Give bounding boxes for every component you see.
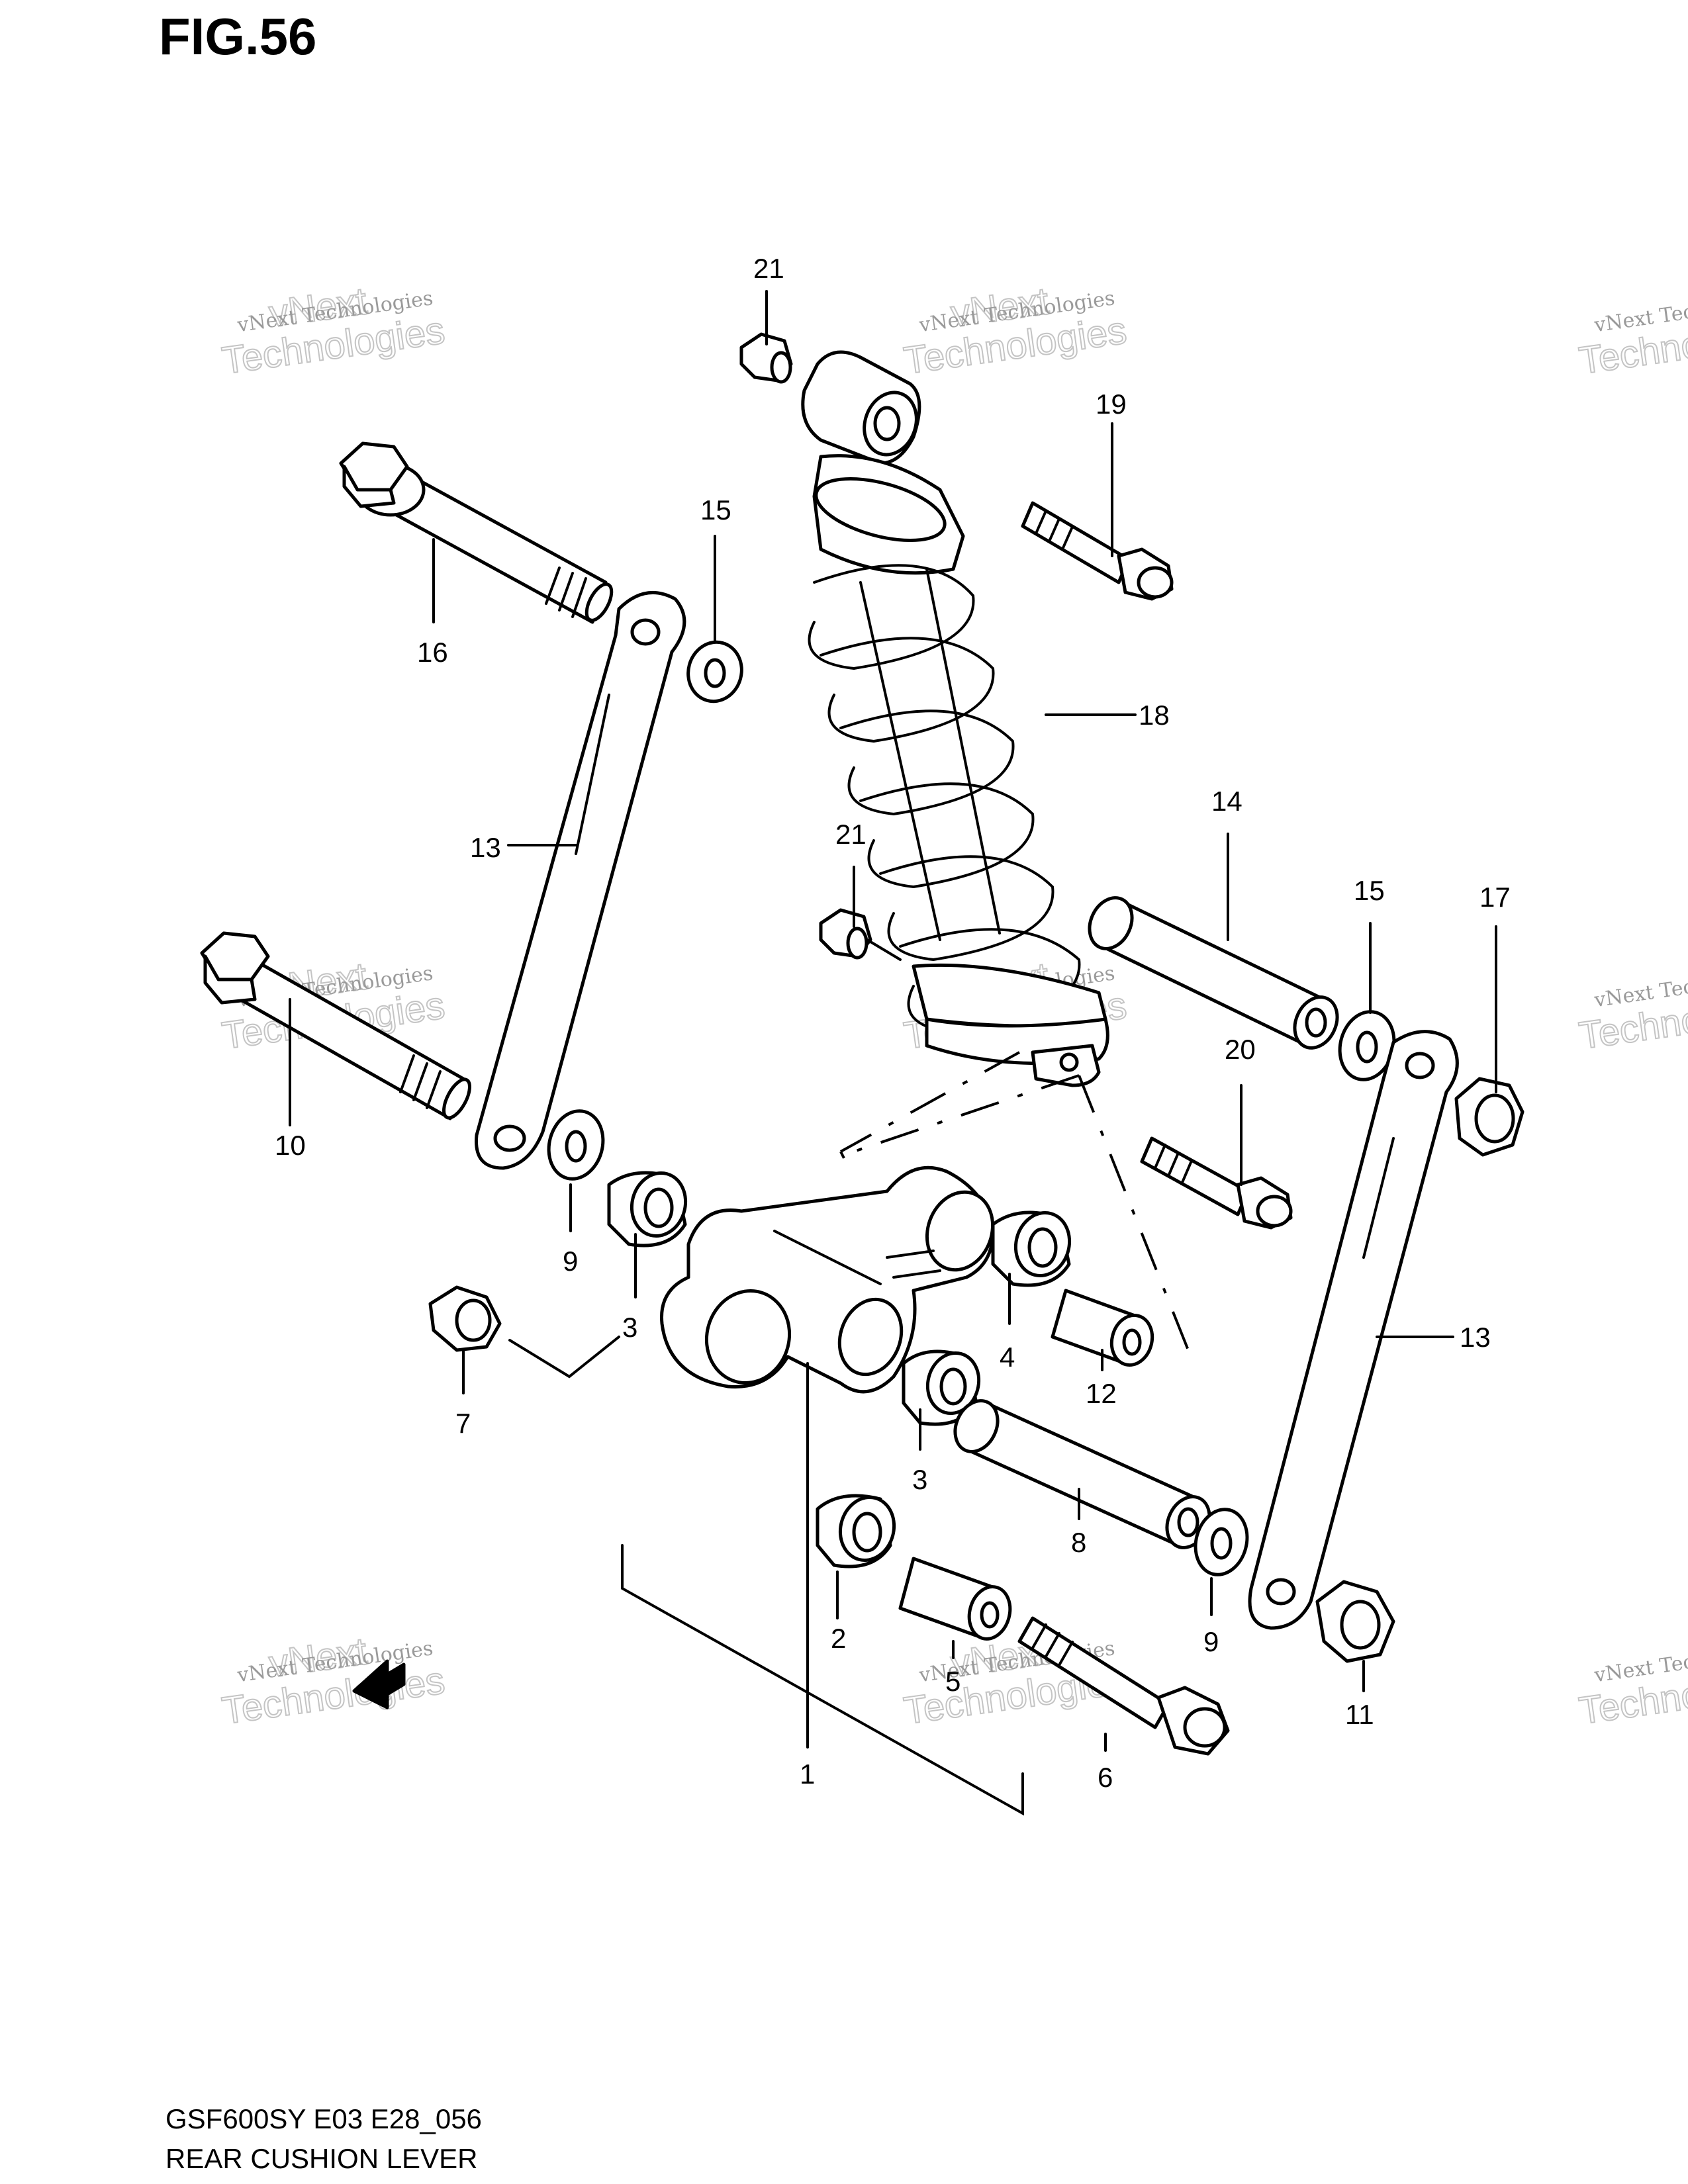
part-5-spacer (898, 1557, 1012, 1641)
callout-13: 13 (1460, 1322, 1491, 1353)
callout-13: 13 (470, 832, 501, 863)
callout-21: 21 (753, 253, 784, 284)
part-14-spacer (1088, 896, 1339, 1050)
callout-8: 8 (1071, 1527, 1086, 1558)
part-18-shock-absorber (801, 350, 1109, 1087)
callout-11: 11 (1345, 1699, 1374, 1730)
part-9-washer-left (547, 1109, 605, 1181)
part-8-spacer (953, 1399, 1211, 1549)
callout-5: 5 (945, 1666, 961, 1697)
part-10-bolt (200, 931, 471, 1120)
callout-group: 21 19 15 16 18 13 21 14 15 17 20 10 9 3 … (275, 253, 1511, 1793)
fwd-arrow-icon (352, 1659, 406, 1709)
callout-1: 1 (800, 1758, 815, 1790)
callout-15: 15 (700, 494, 731, 525)
part-20-bolt (1140, 1136, 1293, 1230)
callout-3: 3 (622, 1312, 637, 1343)
part-16-bolt (339, 441, 614, 624)
callout-3: 3 (912, 1464, 927, 1495)
part-4-bushing (991, 1210, 1072, 1287)
part-9-washer-right (1194, 1508, 1249, 1576)
callout-19: 19 (1096, 388, 1127, 420)
part-19-bolt (1021, 501, 1174, 601)
figure-name: REAR CUSHION LEVER (165, 2143, 478, 2174)
callout-15: 15 (1354, 875, 1385, 906)
callout-20: 20 (1225, 1034, 1256, 1065)
part-1-cushion-lever (660, 1165, 995, 1394)
part-15-washer-right (1338, 1010, 1396, 1081)
callout-21: 21 (835, 819, 867, 850)
callout-7: 7 (455, 1408, 471, 1439)
figure-code: GSF600SY E03 E28_056 (165, 2103, 482, 2134)
leader-lines (289, 290, 1497, 1752)
callout-14: 14 (1211, 786, 1243, 817)
callout-10: 10 (275, 1130, 306, 1161)
part-6-bolt (1017, 1616, 1230, 1756)
callout-2: 2 (831, 1623, 846, 1654)
part-15-washer-upper (686, 640, 743, 704)
callout-4: 4 (1000, 1342, 1015, 1373)
figure-title: FIG.56 (159, 7, 317, 66)
part-12-spacer (1051, 1289, 1154, 1367)
part-3-bushing-upper (607, 1171, 688, 1248)
callout-17: 17 (1479, 882, 1511, 913)
part-11-nut (1315, 1580, 1395, 1663)
part-7-nut (428, 1285, 502, 1352)
part-13-link-right (1248, 1030, 1459, 1630)
callout-6: 6 (1098, 1762, 1113, 1793)
callout-16: 16 (417, 637, 448, 668)
callout-12: 12 (1086, 1378, 1117, 1409)
part-2-bushing (816, 1494, 896, 1569)
part-13-link-left (475, 590, 686, 1170)
part-17-nut (1454, 1077, 1524, 1157)
callout-18: 18 (1139, 700, 1170, 731)
part-21-nut-lower (819, 908, 872, 960)
callout-9: 9 (563, 1246, 578, 1277)
part-21-nut-upper (739, 332, 793, 384)
part-3-bushing-lower (902, 1349, 981, 1426)
callout-9: 9 (1203, 1626, 1219, 1657)
